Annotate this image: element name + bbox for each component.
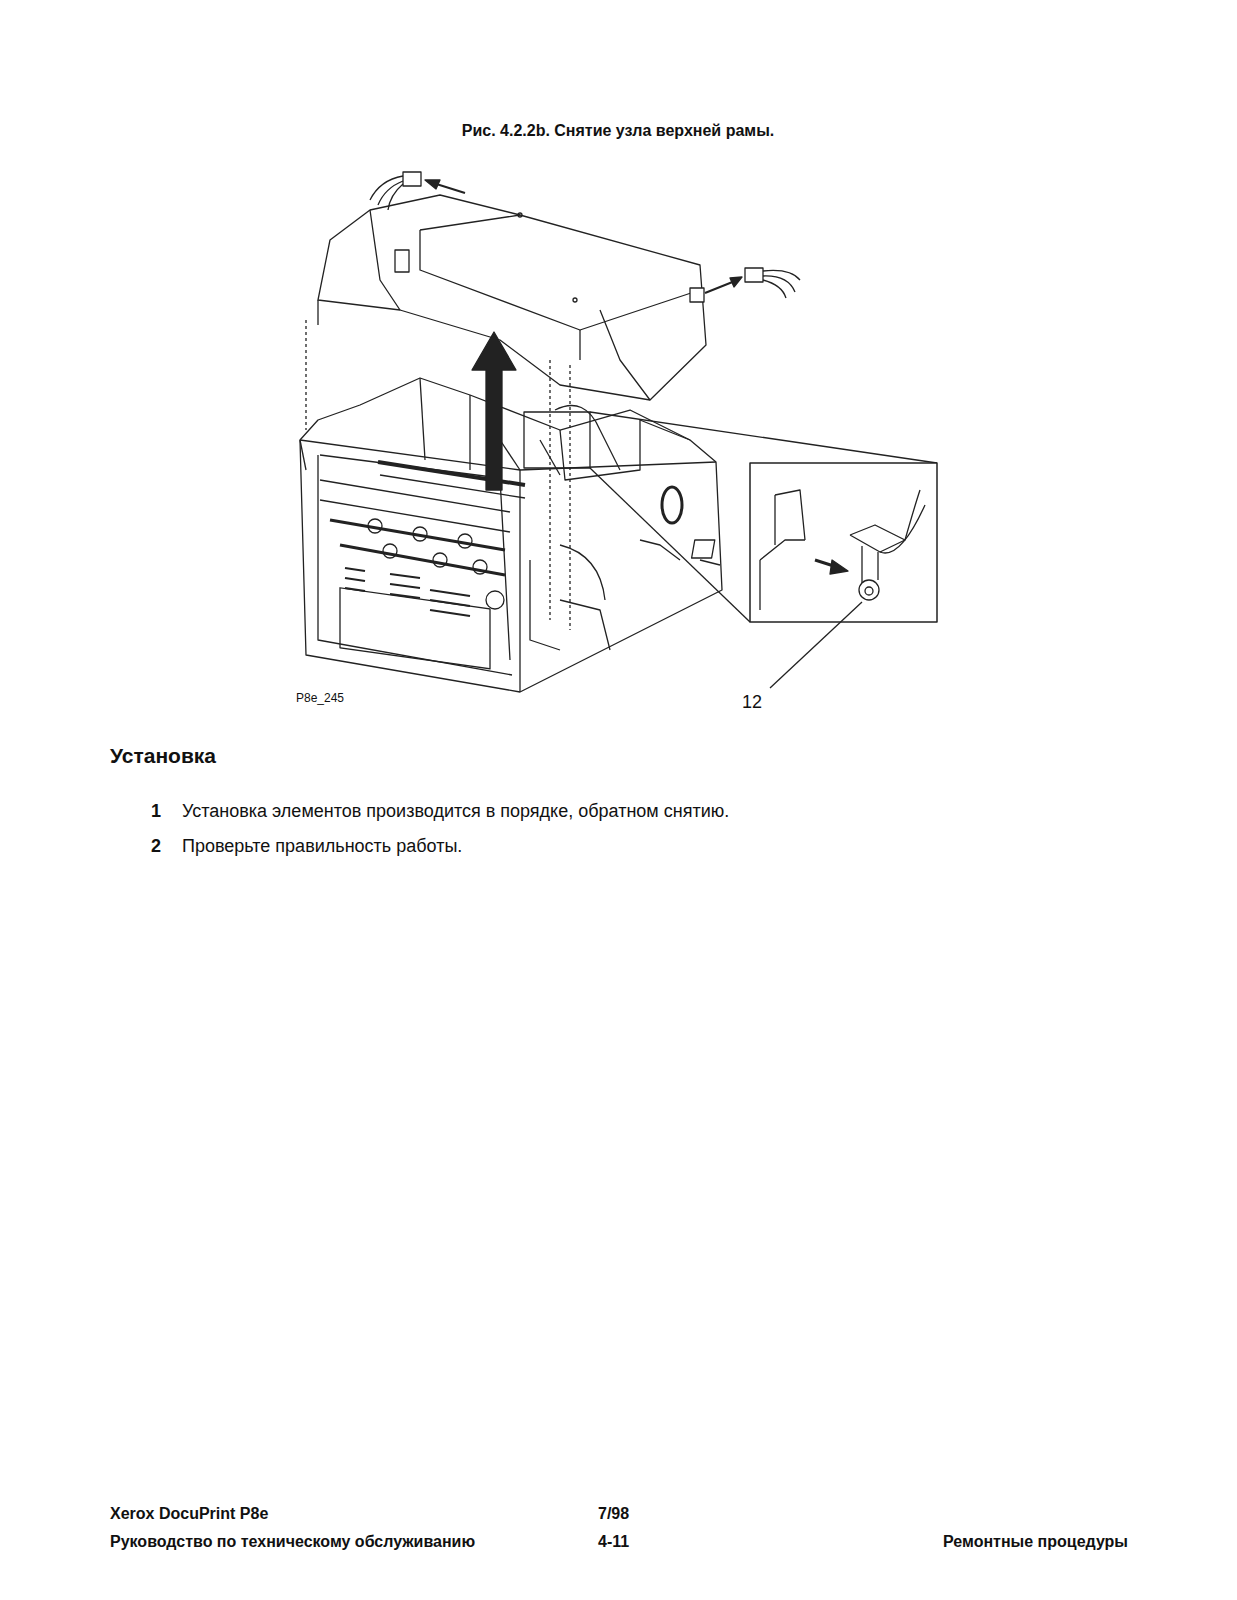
figure-id: P8e_245 (296, 692, 344, 706)
step-number: 1 (151, 801, 161, 822)
footer-section: Ремонтные процедуры (943, 1533, 1128, 1551)
footer-page: 4-11 (598, 1533, 629, 1551)
step-number: 2 (151, 836, 161, 857)
upper-frame (306, 195, 706, 630)
figure-title: Рис. 4.2.2b. Снятие узла верхней рамы. (462, 122, 775, 140)
step-text: Проверьте правильность работы. (182, 836, 462, 857)
detail-inset (524, 412, 937, 622)
step-text: Установка элементов производится в поряд… (182, 801, 729, 822)
section-heading: Установка (110, 744, 216, 768)
callout-number: 12 (742, 692, 762, 713)
lift-arrow (472, 332, 516, 490)
footer-date: 7/98 (598, 1505, 629, 1523)
wire-connectors (370, 172, 800, 302)
footer-product: Xerox DocuPrint P8e (110, 1505, 268, 1523)
footer-manual: Руководство по техническому обслуживанию (110, 1533, 475, 1551)
callout-leader (770, 602, 862, 688)
